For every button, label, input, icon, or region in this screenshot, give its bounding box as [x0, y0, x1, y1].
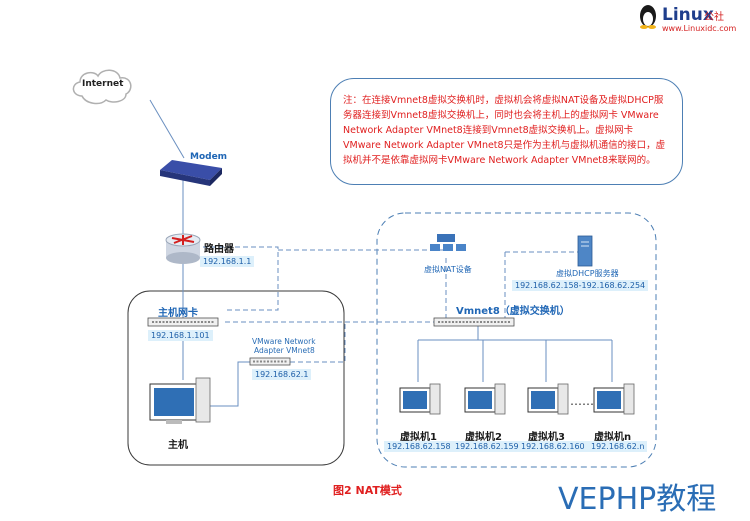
host-nic-label: 主机网卡: [158, 308, 198, 319]
host-label: 主机: [168, 440, 188, 451]
dhcp-server-icon: [577, 235, 593, 267]
vm-3-label: 虚拟机3: [528, 432, 565, 443]
vm-n-label: 虚拟机n: [594, 432, 632, 443]
vmnet8-adapter-label-line1: VMware Network: [252, 337, 316, 346]
logo-suffix: 公社: [704, 12, 724, 23]
host-frame: [127, 290, 345, 466]
modem-label: Modem: [190, 152, 228, 162]
vm-1-label: 虚拟机1: [400, 432, 437, 443]
watermark-text: VEPHP教程: [558, 482, 717, 517]
penguin-logo-icon: [640, 5, 656, 29]
vm-2-label: 虚拟机2: [465, 432, 502, 443]
host-computer-icon: [149, 377, 211, 424]
host-nic-icon: [147, 317, 219, 327]
vmnet8-adapter-ip: 192.168.62.1: [252, 369, 312, 380]
switch-label: Vmnet8（虚拟交换机）: [456, 306, 570, 317]
cloud-icon: [72, 69, 132, 105]
modem-icon: [160, 160, 222, 186]
router-ip: 192.168.1.1: [200, 256, 255, 267]
logo-name: Linux: [662, 5, 714, 25]
vm-n-icon: [593, 383, 635, 415]
note-text: 注：在连接Vmnet8虚拟交换机时，虚拟机会将虚拟NAT设备及虚拟DHCP服务器…: [330, 78, 683, 185]
virtual-network-frame: [376, 212, 657, 468]
links: [149, 99, 613, 407]
host-nic-ip: 192.168.1.101: [148, 330, 213, 341]
nat-device-icon: [430, 234, 466, 251]
vm-ellipsis: ……: [570, 394, 594, 408]
vm-1-ip: 192.168.62.158: [384, 441, 454, 452]
vm-1-icon: [399, 383, 441, 415]
vmnet8-adapter-icon: [249, 357, 291, 366]
switch-icon: [433, 317, 515, 327]
vm-2-icon: [464, 383, 506, 415]
vm-3-icon: [527, 383, 569, 415]
logo-url: www.Linuxidc.com: [662, 24, 737, 33]
router-icon: [165, 233, 201, 264]
dashed-links: [195, 246, 590, 363]
vm-n-ip: 192.168.62.n: [588, 441, 648, 452]
vm-2-ip: 192.168.62.159: [452, 441, 522, 452]
dhcp-label: 虚拟DHCP服务器: [556, 269, 619, 278]
figure-caption: 图2 NAT模式: [333, 484, 402, 497]
vmnet8-adapter-label-line2: Adapter VMnet8: [254, 346, 315, 355]
router-label: 路由器: [204, 244, 234, 255]
vm-3-ip: 192.168.62.160: [518, 441, 588, 452]
internet-label: Internet: [82, 79, 124, 89]
dhcp-range: 192.168.62.158-192.168.62.254: [512, 280, 649, 291]
nat-label: 虚拟NAT设备: [424, 265, 472, 274]
